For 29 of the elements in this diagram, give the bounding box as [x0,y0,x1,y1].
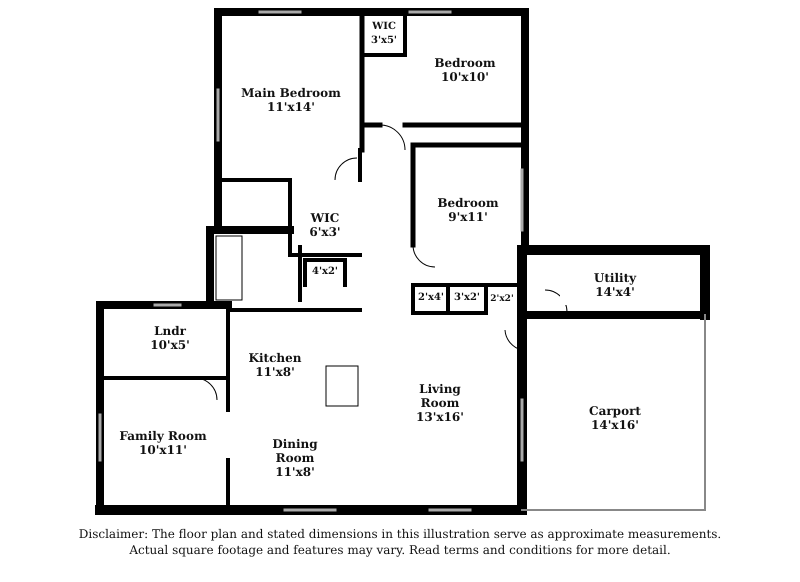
room-dimension: 6'x3' [309,225,341,239]
room-name: Bedroom [437,196,499,210]
room-dimension: 3'x5' [370,34,397,48]
room-dimension: 2'x4' [418,291,444,305]
room-name: Family Room [119,428,207,442]
room-name: Carport [589,404,641,418]
room-name: Main Bedroom [241,86,341,100]
room-name: WIC [372,20,396,34]
room-name: Kitchen [248,351,302,365]
room-dimension: 11'x14' [267,100,315,114]
room-dimension: 10'x11' [139,442,187,456]
room-name: Bedroom [434,56,496,70]
room-name: Living Room [418,382,462,410]
room-dimension: 4'x2' [312,265,338,279]
room-name: Dining Room [271,436,319,464]
room-dimension: 10'x10' [441,70,489,84]
room-dimension: 14'x16' [591,418,639,432]
room-dimension: 11'x8' [275,464,315,478]
room-name: WIC [310,211,340,225]
room-dimension: 11'x8' [255,365,295,379]
room-dimension: 3'x2' [454,291,480,305]
disclaimer-text: Disclaimer: The floor plan and stated dimensions in this illustration serve as approximate measurements. Actual square footage and features may vary. Read terms and conditions for more detail. [78,526,722,558]
room-name: Lndr [154,324,186,338]
room-dimension: 13'x16' [416,410,464,424]
room-dimension: 10'x5' [150,338,190,352]
room-dimension: 2'x2' [490,293,514,306]
room-dimension: 9'x11' [448,210,488,224]
room-dimension: 14'x4' [595,285,635,299]
room-name: Utility [594,271,636,285]
